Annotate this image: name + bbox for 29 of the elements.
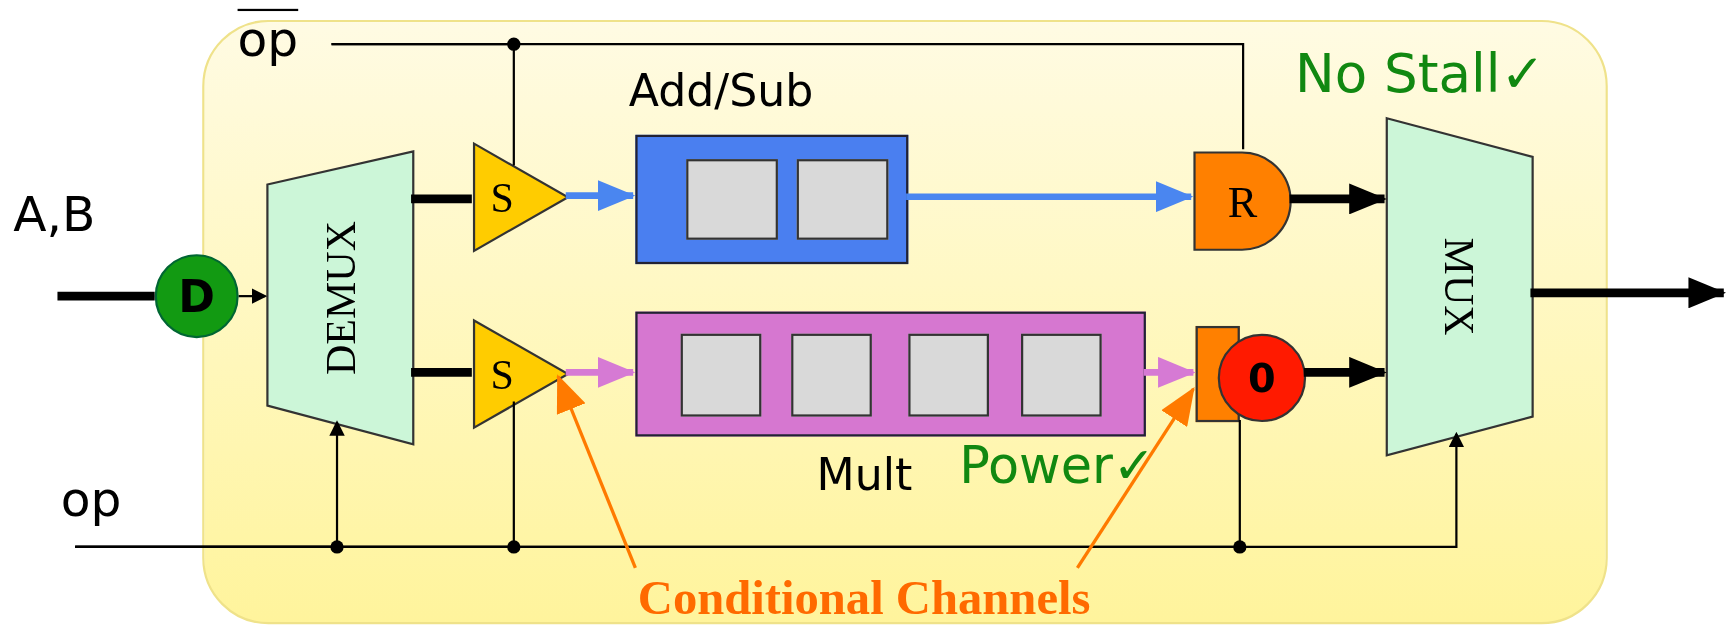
register-square — [680, 333, 762, 417]
register-square — [796, 159, 889, 240]
channel-arrow — [565, 180, 636, 212]
leader-line — [556, 374, 637, 569]
signal-name: op — [60, 475, 122, 524]
mux-trapezoid: MUX — [1386, 118, 1533, 456]
signal-line — [331, 43, 1245, 150]
signal-name: A,B — [13, 190, 96, 239]
block-title: Mult — [816, 451, 913, 497]
status-note: No Stall✓ — [1295, 46, 1545, 100]
block-title: Add/Sub — [628, 68, 814, 113]
selector-triangle: S — [474, 320, 568, 428]
signal-line — [57, 291, 155, 301]
annotation-text: Conditional Channels — [618, 570, 1110, 626]
channel-arrow — [565, 356, 636, 388]
arrow — [75, 431, 1465, 549]
arrow — [238, 288, 268, 304]
register-square — [686, 159, 778, 240]
demux-trapezoid: DEMUX — [267, 151, 414, 445]
arrow — [1303, 356, 1387, 388]
register-square — [908, 333, 989, 417]
status-note: Power✓ — [959, 439, 1156, 491]
register-square — [1021, 333, 1102, 417]
signal-name: op — [237, 15, 299, 65]
leader-line — [1076, 387, 1195, 569]
receiver-gate: R — [1193, 151, 1292, 251]
register-square — [791, 333, 872, 417]
selector-triangle: S — [474, 143, 568, 251]
input-circle: D — [154, 254, 239, 339]
